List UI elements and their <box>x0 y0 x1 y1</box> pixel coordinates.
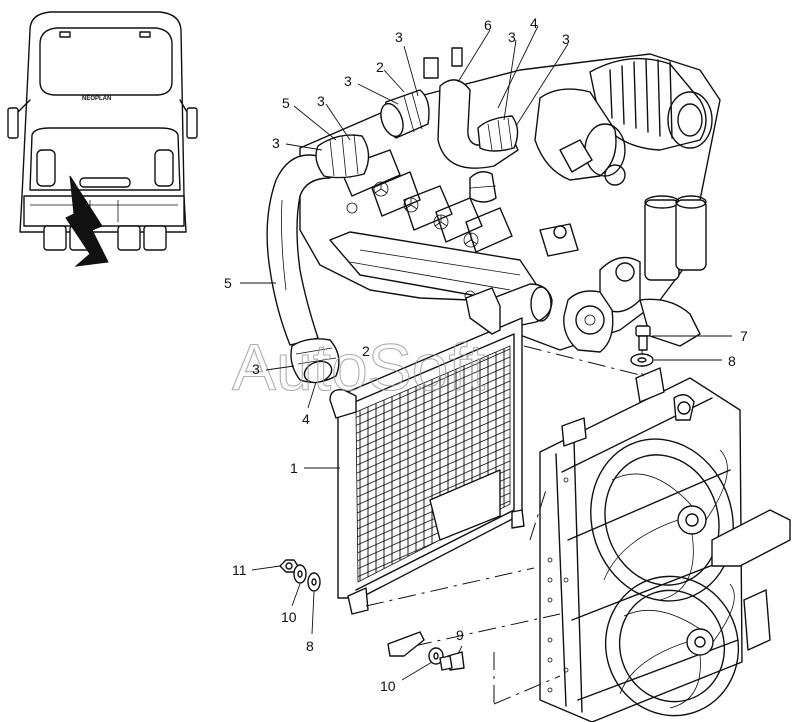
callout-3: 4 <box>302 411 310 427</box>
callout-labels: 3 2 6 3 4 3 3 5 3 3 5 2 3 4 1 7 8 11 10 … <box>224 15 748 694</box>
callout-3: 3 <box>395 29 403 45</box>
callout-4: 4 <box>530 15 538 31</box>
callout-4: 5 <box>282 95 290 111</box>
callout-5: 5 <box>224 275 232 291</box>
callout-3: 3 <box>508 29 516 45</box>
washer-10-left <box>293 564 307 584</box>
callout-7: 7 <box>740 328 748 344</box>
fan-lower <box>604 575 740 717</box>
hardware <box>279 325 654 671</box>
callout-9: 9 <box>456 627 464 643</box>
fan-frame <box>539 367 791 722</box>
callout-6: 6 <box>484 17 492 33</box>
callout-11: 11 <box>232 562 247 578</box>
bus-rear-inset: NEOPLAN <box>7 11 198 267</box>
washer-8-left <box>307 572 321 592</box>
watermark: AutoSoft <box>232 330 485 404</box>
location-arrow <box>65 175 109 267</box>
callout-3: 3 <box>317 93 325 109</box>
callout-3: 3 <box>252 361 260 377</box>
callout-3: 3 <box>272 135 280 151</box>
charge-air-hoses <box>266 79 553 384</box>
washer-8-top <box>630 353 654 367</box>
bolt-7 <box>635 325 651 351</box>
radiator-core <box>329 287 525 615</box>
callout-3: 3 <box>562 31 570 47</box>
callout-3: 3 <box>344 73 352 89</box>
callout-1: 1 <box>290 460 298 476</box>
callout-2: 2 <box>376 59 384 75</box>
bolt-9 <box>439 651 465 671</box>
callout-10: 10 <box>380 678 396 694</box>
callout-8: 8 <box>728 353 736 369</box>
callout-8: 8 <box>306 638 314 654</box>
washer-10-lower <box>428 647 444 665</box>
callout-10: 10 <box>281 609 297 625</box>
bus-badge: NEOPLAN <box>82 96 111 102</box>
callout-2: 2 <box>362 343 370 359</box>
fan-upper <box>590 438 734 602</box>
leader-lines <box>240 25 732 681</box>
